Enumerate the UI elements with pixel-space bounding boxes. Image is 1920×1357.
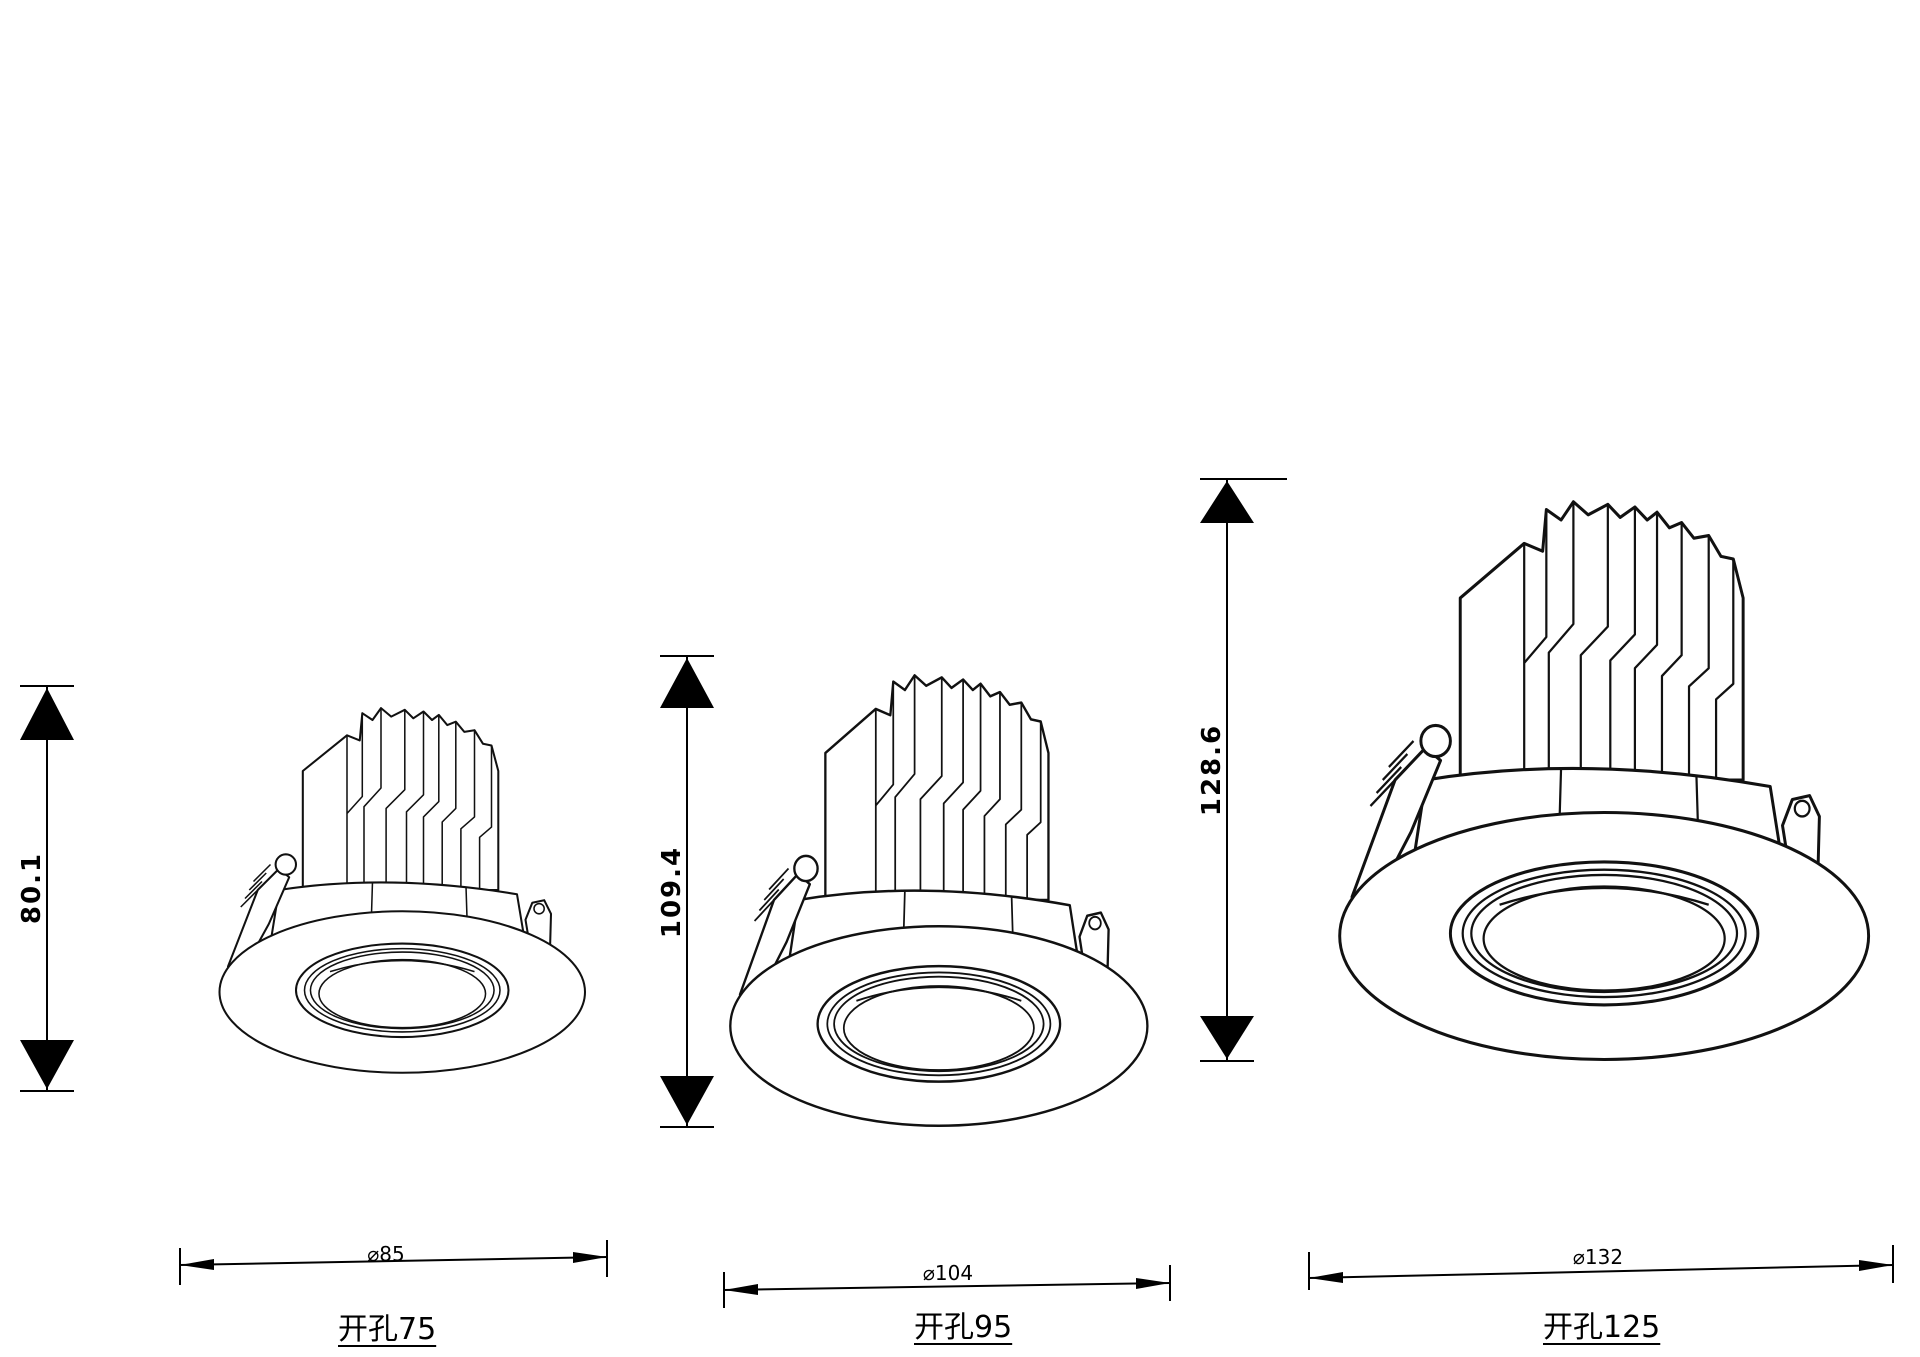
- lamp-2-height-label: 109.4: [657, 846, 687, 938]
- lamp-1-drawing: [218, 707, 587, 1074]
- lamp-3-cutout-label: 开孔125: [1543, 1310, 1661, 1345]
- lamp-3-width-dimension: ⌀132: [1308, 1245, 1894, 1290]
- lamp-2-cutout-label: 开孔95: [914, 1310, 1013, 1345]
- lamp-1-width-dimension: ⌀85: [179, 1240, 608, 1285]
- lamp-2-diameter-label: ⌀104: [923, 1261, 973, 1285]
- lamp-3-height-dimension: 128.6: [1197, 478, 1287, 1062]
- lamp-2-width-dimension: ⌀104: [723, 1261, 1171, 1308]
- lamp-3-diameter-label: ⌀132: [1573, 1245, 1623, 1269]
- lamp-1-height-dimension: 80.1: [17, 685, 74, 1092]
- lamp-2-drawing: [729, 674, 1149, 1128]
- lamp-1-diameter-label: ⌀85: [367, 1242, 405, 1266]
- lamp-3-drawing: [1338, 500, 1871, 1062]
- lamp-1-height-label: 80.1: [17, 852, 47, 924]
- lamp-3-height-label: 128.6: [1197, 724, 1227, 816]
- lamp-1-cutout-label: 开孔75: [338, 1312, 437, 1347]
- lamp-2-height-dimension: 109.4: [657, 655, 714, 1128]
